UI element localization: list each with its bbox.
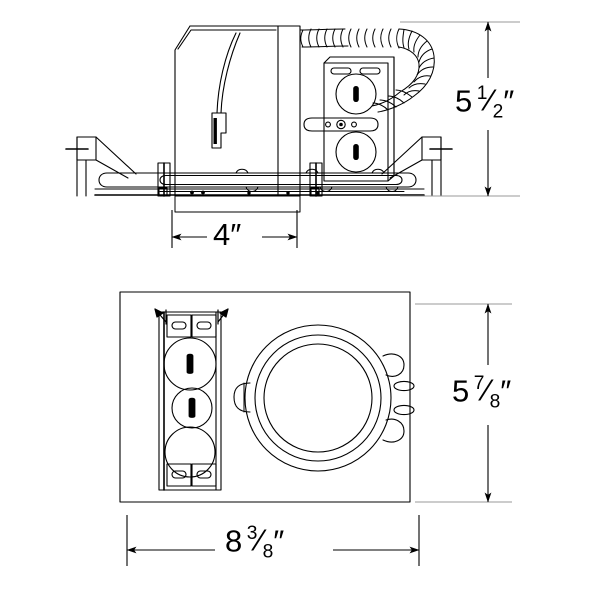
dimension-whole-number: 8 (225, 523, 243, 559)
fraction-numerator: 3 (246, 523, 258, 544)
knockout-large-upper (163, 337, 217, 391)
fraction-denominator: 8 (262, 541, 274, 563)
dimension-whole-number: 4 (213, 217, 231, 252)
fraction-numerator: 1 (476, 83, 488, 104)
dimension-whole-number: 5 (455, 83, 473, 119)
junction-box-clamp-bar (303, 117, 379, 132)
junction-box-knockouts-plan (163, 337, 217, 478)
inch-mark: ″ (503, 83, 515, 119)
hanger-bar-assembly (94, 168, 425, 196)
rail-clips (235, 168, 399, 193)
knockout-mid (171, 387, 213, 429)
side-elevation-view (65, 25, 453, 213)
inch-mark: ″ (230, 217, 242, 252)
dimension-fraction: 7⁄8 (473, 372, 501, 413)
junction-box-clip-arrows (154, 308, 229, 325)
socket-bracket-clips (157, 162, 323, 197)
hanger-bracket-right (381, 136, 453, 197)
dimension-label-side-height: 5 1⁄2″ (455, 82, 515, 123)
plan-outer-frame (119, 291, 411, 503)
dimension-side-width (171, 210, 298, 248)
junction-box-side (303, 56, 395, 182)
ring-socket-tab-left (233, 382, 251, 413)
fraction-denominator: 8 (489, 391, 501, 413)
junction-box-tabs-top (166, 314, 217, 338)
dimension-label-plan-height: 5 7⁄8″ (452, 372, 512, 413)
junction-box-plan (154, 308, 229, 491)
fraction-denominator: 2 (492, 101, 504, 123)
aperture-trim-ring (244, 324, 392, 472)
inch-mark: ″ (500, 373, 512, 409)
dimension-fraction: 3⁄8 (246, 522, 274, 563)
dimension-label-plan-width: 8 3⁄8″ (225, 522, 285, 563)
dimension-fraction: 1⁄2 (476, 82, 504, 123)
trim-ring-mid (254, 334, 382, 462)
bottom-plan-view (119, 291, 415, 503)
dimension-whole-number: 5 (452, 373, 470, 409)
housing-can-body (174, 25, 301, 197)
dimension-side-height (400, 21, 520, 197)
socket-wire (216, 32, 241, 114)
junction-box-knockout-upper (335, 73, 377, 115)
trim-ring-outer (244, 324, 392, 472)
dimension-label-side-width: 4″ (213, 219, 241, 250)
flexible-conduit (299, 28, 435, 113)
junction-box-knockout-lower (335, 131, 377, 173)
aperture-inner (263, 343, 373, 453)
dimension-plan-height (415, 303, 512, 503)
fraction-numerator: 7 (473, 373, 485, 394)
rail-rivets (190, 190, 320, 195)
junction-box-top-slots (330, 67, 381, 75)
knockout-large-lower (164, 426, 216, 478)
hanger-bracket-left (65, 136, 137, 197)
lamp-socket (211, 112, 227, 149)
inch-mark: ″ (273, 523, 285, 559)
can-bottom-frame (174, 195, 301, 213)
junction-box-tabs-bottom (166, 463, 217, 487)
ring-clips-right (382, 353, 415, 443)
dimension-plan-width (126, 515, 420, 566)
